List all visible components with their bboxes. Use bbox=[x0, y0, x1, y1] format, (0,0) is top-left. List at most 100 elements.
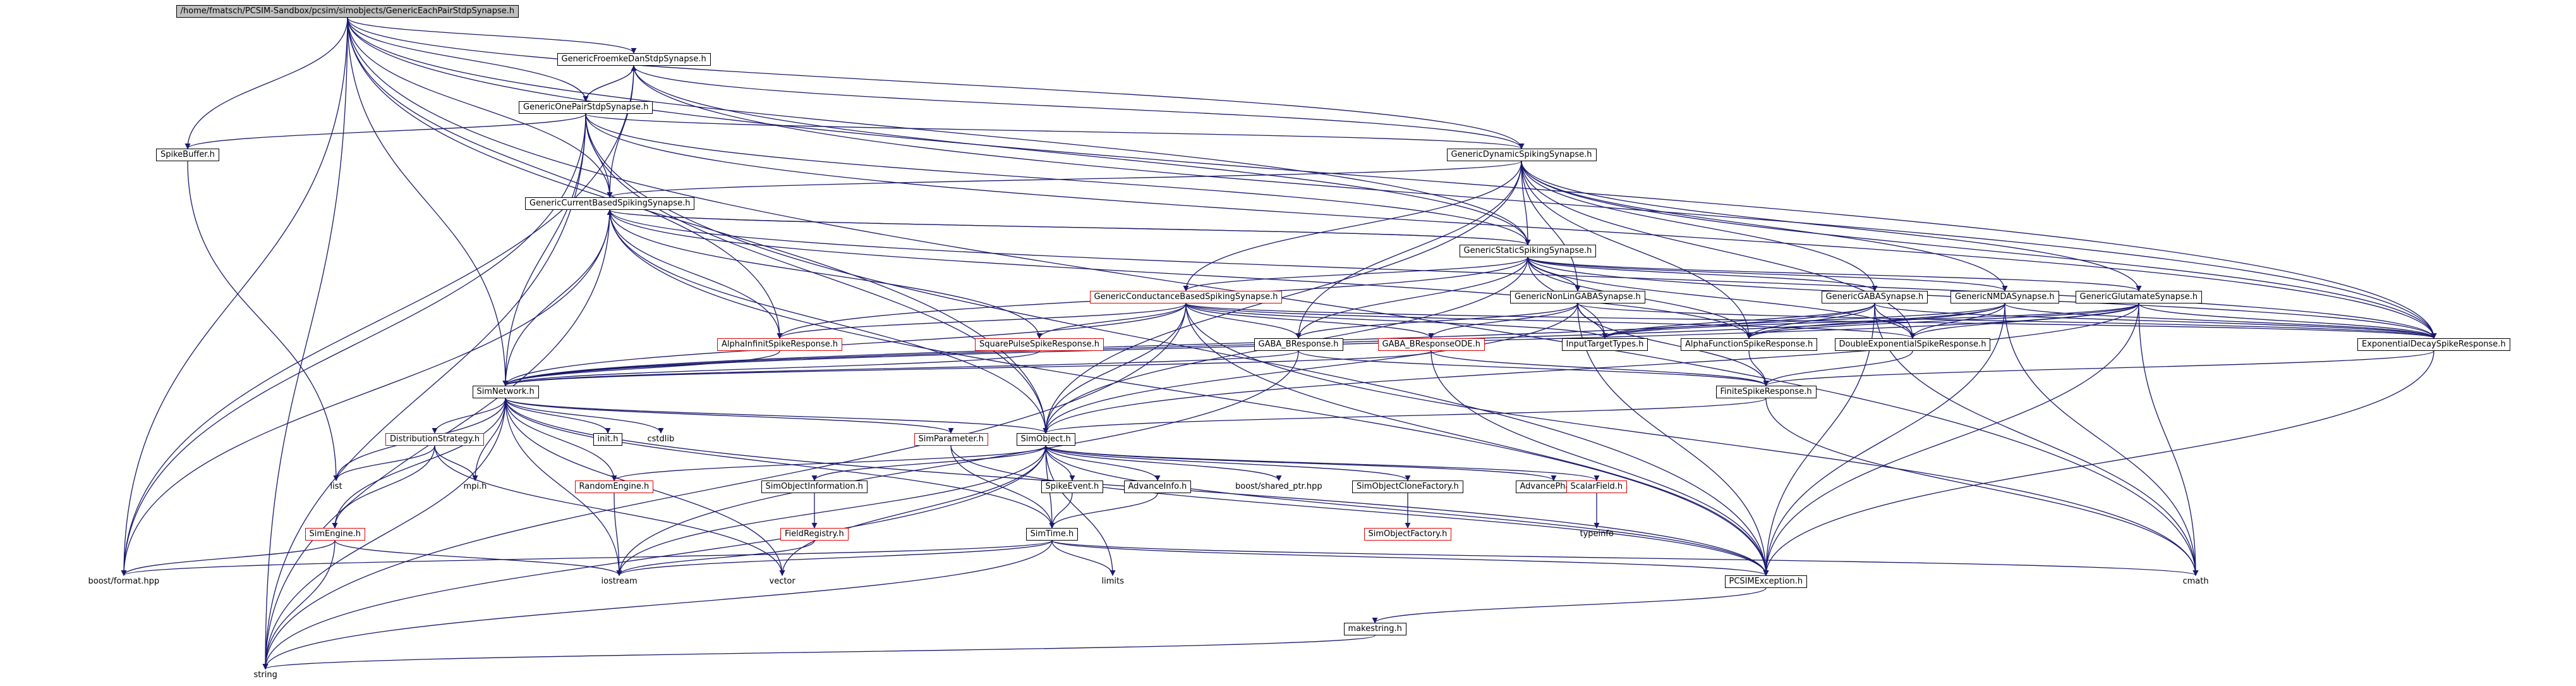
node-label: SimTime.h bbox=[1030, 529, 1074, 539]
edge-rand-to-iostream bbox=[614, 493, 622, 576]
node-label: iostream bbox=[601, 577, 638, 586]
node-boostfmt: boost/format.hpp bbox=[84, 575, 164, 588]
edge-cond-to-gababode bbox=[1185, 303, 1434, 339]
node-nonlin[interactable]: GenericNonLinGABASynapse.h bbox=[1510, 291, 1645, 303]
edge-nmda-to-inputtt bbox=[1602, 303, 2005, 339]
node-label: ScalarField.h bbox=[1570, 482, 1623, 491]
edge-cond-to-simobj bbox=[1043, 303, 1187, 434]
node-finite[interactable]: FiniteSpikeResponse.h bbox=[1715, 386, 1817, 398]
node-spikeev[interactable]: SpikeEvent.h bbox=[1041, 481, 1104, 493]
edge-simobj-to-rand bbox=[611, 445, 1046, 481]
node-gaba[interactable]: GenericGABASynapse.h bbox=[1821, 291, 1928, 303]
edge-gaba-to-expdecay bbox=[1874, 303, 2437, 339]
node-iostream: iostream bbox=[597, 575, 642, 588]
node-expdecay[interactable]: ExponentialDecaySpikeResponse.h bbox=[2357, 338, 2510, 351]
edge-simnet-to-dist bbox=[432, 398, 506, 434]
edge-sta-to-cur bbox=[607, 209, 1528, 245]
node-label: GenericGlutamateSynapse.h bbox=[2079, 292, 2198, 302]
node-label: cmath bbox=[2182, 577, 2209, 586]
node-sta[interactable]: GenericStaticSpikingSynapse.h bbox=[1459, 245, 1597, 257]
node-label: PCSIMException.h bbox=[1729, 577, 1803, 586]
node-gababode[interactable]: GABA_BResponseODE.h bbox=[1377, 338, 1485, 351]
node-square[interactable]: SquarePulseSpikeResponse.h bbox=[975, 338, 1104, 351]
node-fieldreg[interactable]: FieldRegistry.h bbox=[780, 528, 849, 541]
edge-cur-to-boostfmt bbox=[121, 209, 610, 576]
edge-nonlin-to-simobj bbox=[1043, 303, 1578, 434]
node-scalar[interactable]: ScalarField.h bbox=[1566, 481, 1628, 493]
node-alpha_inf[interactable]: AlphaInfinitSpikeResponse.h bbox=[717, 338, 843, 351]
edge-cur-to-simobj bbox=[609, 209, 1049, 434]
node-pcsimexc[interactable]: PCSIMException.h bbox=[1724, 575, 1808, 588]
edge-simnet-to-simeng bbox=[332, 398, 506, 529]
edge-nonlin-to-finite bbox=[1577, 303, 1769, 386]
edge-expdecay-to-pcsimexc bbox=[1763, 350, 2434, 576]
node-simeng[interactable]: SimEngine.h bbox=[305, 528, 365, 541]
node-label: GenericNonLinGABASynapse.h bbox=[1515, 292, 1641, 302]
node-clonef[interactable]: SimObjectCloneFactory.h bbox=[1352, 481, 1463, 493]
edge-root-to-alpha_inf bbox=[347, 17, 783, 339]
edge-nmda-to-expdecay bbox=[2004, 303, 2437, 339]
node-label: /home/fmatsch/PCSIM-Sandbox/pcsim/simobj… bbox=[180, 6, 515, 16]
node-simnet[interactable]: SimNetwork.h bbox=[472, 386, 539, 398]
edge-root-to-op bbox=[347, 17, 589, 102]
node-simobj[interactable]: SimObject.h bbox=[1016, 433, 1075, 446]
edge-simobj-to-string bbox=[262, 445, 1046, 670]
node-sb[interactable]: SpikeBuffer.h bbox=[156, 149, 219, 161]
node-glu[interactable]: GenericGlutamateSynapse.h bbox=[2075, 291, 2203, 303]
node-label: SimObjectFactory.h bbox=[1368, 529, 1448, 539]
node-label: GenericOnePairStdpSynapse.h bbox=[523, 102, 649, 112]
edge-finite-to-simobj bbox=[1043, 398, 1767, 434]
node-fh[interactable]: GenericFroemkeDanStdpSynapse.h bbox=[557, 53, 711, 66]
edge-root-to-fh bbox=[347, 17, 637, 54]
edge-sta-to-cond bbox=[1183, 257, 1528, 291]
edge-dist-to-list bbox=[333, 445, 435, 481]
node-gabab[interactable]: GABA_BResponse.h bbox=[1254, 338, 1343, 351]
node-label: mpi.h bbox=[463, 482, 487, 491]
node-dist[interactable]: DistributionStrategy.h bbox=[385, 433, 485, 446]
node-advinfo[interactable]: AdvanceInfo.h bbox=[1123, 481, 1192, 493]
node-label: SimEngine.h bbox=[309, 529, 361, 539]
edge-gaba-to-simnet bbox=[502, 303, 1875, 386]
edge-op-to-fh bbox=[585, 65, 637, 102]
edge-root-to-string bbox=[262, 17, 348, 670]
edge-glu-to-expdecay bbox=[2138, 303, 2437, 339]
node-rand[interactable]: RandomEngine.h bbox=[574, 481, 654, 493]
edge-dyn-to-sta bbox=[1521, 161, 1531, 245]
edge-cond-to-square bbox=[1036, 303, 1187, 339]
edge-simtime-to-string bbox=[262, 540, 1053, 670]
node-label: init.h bbox=[597, 434, 619, 444]
edge-dyn-to-nmda bbox=[1521, 161, 2008, 291]
node-op[interactable]: GenericOnePairStdpSynapse.h bbox=[519, 101, 653, 114]
edge-advinfo-to-simtime bbox=[1049, 493, 1158, 529]
edge-dyn-to-gaba bbox=[1521, 161, 1878, 291]
edge-op-to-simnet bbox=[502, 113, 586, 386]
node-simparam[interactable]: SimParameter.h bbox=[914, 433, 988, 446]
edge-nmda-to-pcsimexc bbox=[1763, 303, 2005, 576]
node-root[interactable]: /home/fmatsch/PCSIM-Sandbox/pcsim/simobj… bbox=[176, 5, 519, 18]
edge-glu-to-cmath bbox=[2138, 303, 2199, 576]
node-label: DistributionStrategy.h bbox=[390, 434, 480, 444]
node-cond[interactable]: GenericConductanceBasedSpikingSynapse.h bbox=[1089, 291, 1283, 303]
node-label: GenericFroemkeDanStdpSynapse.h bbox=[561, 54, 706, 64]
node-dyn[interactable]: GenericDynamicSpikingSynapse.h bbox=[1446, 149, 1597, 161]
node-makestring[interactable]: makestring.h bbox=[1343, 623, 1406, 635]
node-sofactory[interactable]: SimObjectFactory.h bbox=[1364, 528, 1452, 541]
edge-simnet-to-mpi bbox=[472, 398, 506, 481]
node-cur[interactable]: GenericCurrentBasedSpikingSynapse.h bbox=[525, 197, 695, 210]
node-inth[interactable]: init.h bbox=[593, 433, 623, 446]
node-simtime[interactable]: SimTime.h bbox=[1025, 528, 1079, 541]
edge-gababode-to-simnet bbox=[502, 350, 1432, 386]
edge-simobj-to-iostream bbox=[616, 445, 1046, 576]
edge-finite-to-cmath bbox=[1765, 398, 2199, 576]
edge-gabab-to-simnet bbox=[502, 350, 1299, 386]
edge-simobj-to-pcsimexc bbox=[1045, 445, 1769, 576]
edge-nonlin-to-gabab bbox=[1295, 303, 1578, 339]
edge-fh-to-expdecay bbox=[633, 65, 2437, 339]
node-inputtt[interactable]: InputTargetTypes.h bbox=[1561, 338, 1648, 351]
edge-simnet-to-rand bbox=[505, 398, 617, 481]
node-soinfo[interactable]: SimObjectInformation.h bbox=[761, 481, 868, 493]
edge-op-to-simobj bbox=[585, 113, 1049, 434]
node-nmda[interactable]: GenericNMDASynapse.h bbox=[1950, 291, 2059, 303]
node-alpha_fn[interactable]: AlphaFunctionSpikeResponse.h bbox=[1681, 338, 1818, 351]
node-dexp[interactable]: DoubleExponentialSpikeResponse.h bbox=[1834, 338, 1991, 351]
